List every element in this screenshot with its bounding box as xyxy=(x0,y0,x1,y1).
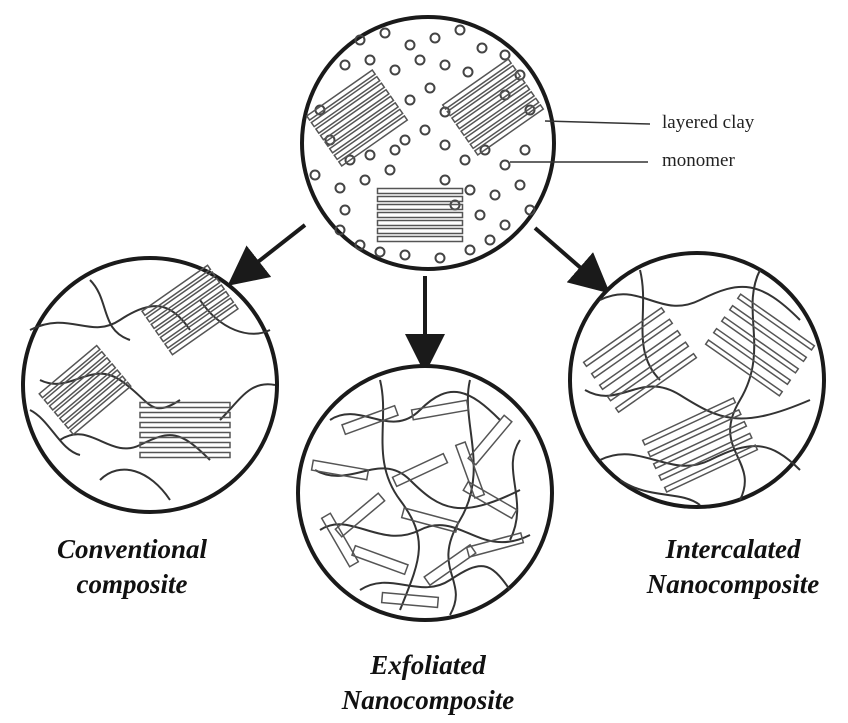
conventional-caption-line1: Conventional xyxy=(22,532,242,567)
exfoliated-caption-line1: Exfoliated xyxy=(318,648,538,683)
conventional-caption-line2: composite xyxy=(22,567,242,602)
arrow-to-intercalated xyxy=(535,228,598,283)
intercalated-circle xyxy=(570,253,824,507)
conventional-circle xyxy=(23,258,277,512)
conventional-caption: Conventional composite xyxy=(22,532,242,602)
layered-clay-leader xyxy=(545,121,650,124)
intercalated-caption-line2: Nanocomposite xyxy=(618,567,848,602)
monomer-label: monomer xyxy=(662,150,735,172)
exfoliated-caption: Exfoliated Nanocomposite xyxy=(318,648,538,718)
top-circle xyxy=(302,17,554,269)
intercalated-caption: Intercalated Nanocomposite xyxy=(618,532,848,602)
intercalated-caption-line1: Intercalated xyxy=(618,532,848,567)
arrow-to-conventional xyxy=(240,225,305,276)
exfoliated-circle xyxy=(298,366,552,620)
exfoliated-caption-line2: Nanocomposite xyxy=(318,683,538,718)
layered-clay-label: layered clay xyxy=(662,112,754,134)
